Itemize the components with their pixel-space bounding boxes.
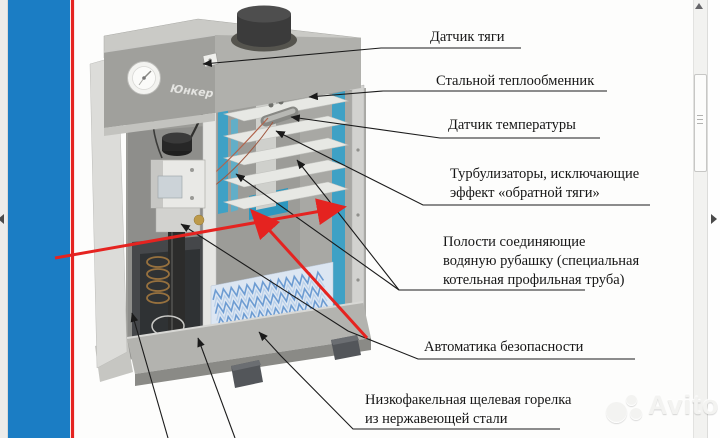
blue-side-band: [8, 0, 70, 438]
carousel-prev-icon[interactable]: [0, 214, 4, 224]
label-turbulators: Турбулизаторы, исключающие эффект «обрат…: [450, 166, 640, 201]
brand-label: Юнкер: [170, 82, 215, 100]
leader-cutoff-casing: [130, 312, 169, 438]
gas-valve: [150, 132, 206, 334]
red-arrow-water-pocket: [249, 208, 369, 340]
top-slab: [103, 5, 362, 113]
label-draft-sensor: Датчик тяги: [430, 29, 505, 45]
boiler-base: [95, 301, 371, 388]
water-jacket-panels: [218, 91, 345, 315]
left-edge-strip: [0, 0, 8, 438]
leader-heat-exchanger: [308, 90, 607, 101]
carousel-next-icon[interactable]: [711, 214, 717, 224]
scrollbar-thumb[interactable]: [694, 74, 707, 172]
label-temperature-sensor: Датчик температуры: [448, 117, 576, 133]
burner: [203, 261, 347, 360]
red-arrow-right-panel: [54, 198, 347, 260]
thumb-grip: [697, 123, 703, 124]
watermark-text: Avito: [648, 390, 720, 420]
label-water-jacket-cavities: Полости соединяющие водяную рубашку (спе…: [443, 234, 640, 288]
scrollbar-up-icon[interactable]: [695, 3, 703, 9]
avito-watermark: Avito: [604, 390, 719, 428]
draft-sensor-device: [202, 52, 219, 68]
leader-cutoff-igniter: [197, 337, 236, 438]
front-panel: Юнкер: [103, 34, 216, 136]
watermark-logo-circle: [630, 408, 642, 420]
scrollbar-track[interactable]: [693, 0, 707, 438]
temperature-sensor-pocket: [260, 99, 299, 127]
copper-coil: [146, 256, 170, 304]
label-burner: Низкофакельная щелевая горелка из нержав…: [365, 392, 572, 427]
pressure-gauge: [127, 61, 161, 95]
label-safety-automation: Автоматика безопасности: [424, 339, 584, 355]
watermark-logo-circle: [606, 402, 627, 423]
red-annotations: [54, 0, 369, 438]
thumb-grip: [697, 119, 703, 120]
leader-draft-sensor: [202, 47, 521, 68]
heat-exchanger-rim: [209, 71, 339, 111]
thumb-grip: [697, 115, 703, 116]
boiler-illustration: Юнкер: [89, 5, 371, 388]
turbulator-plates: [222, 93, 350, 210]
leader-cavities-left: [235, 173, 400, 291]
watermark-logo-circle: [626, 395, 637, 406]
label-heat-exchanger: Стальной теплообменник: [436, 73, 595, 89]
chimney: [237, 14, 291, 47]
